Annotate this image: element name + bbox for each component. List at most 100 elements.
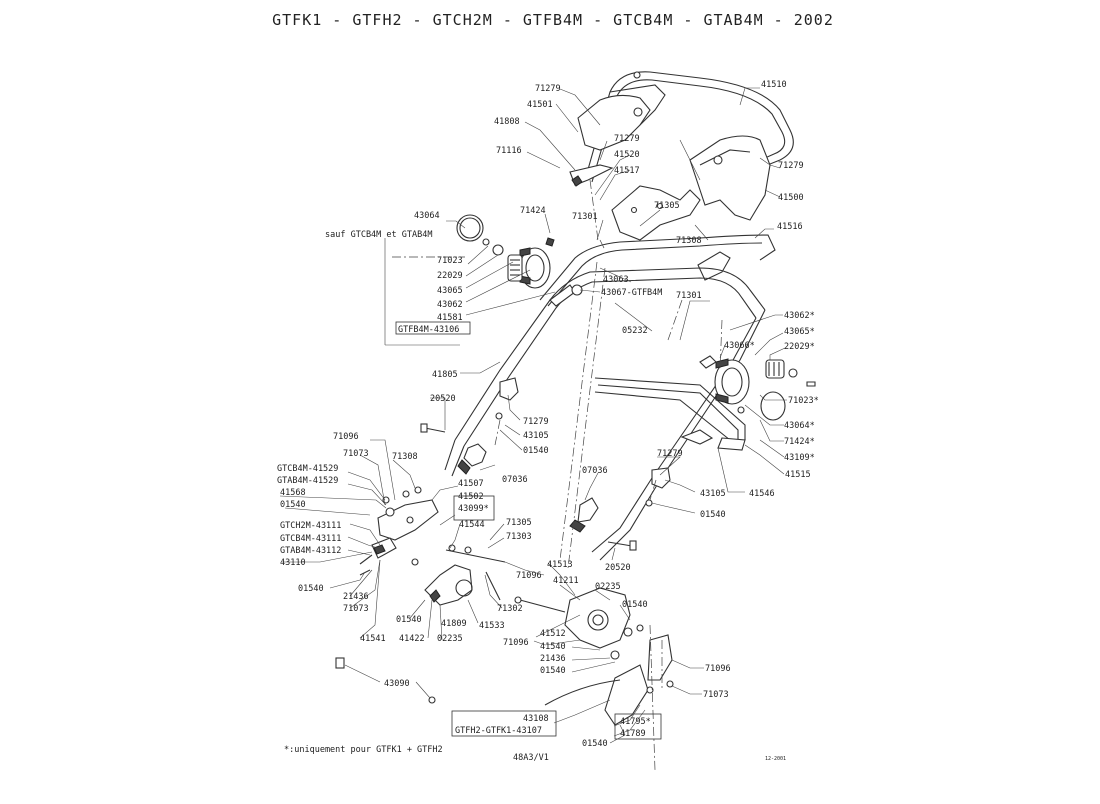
label-71424-star: 71424* [784,437,815,447]
box-43106 [395,321,471,335]
label-43065: 43065 [437,286,463,296]
clamp-71279-right [645,467,671,507]
label-gtcb4m-43111: GTCB4M-43111 [280,534,341,544]
label-43063: 43063 [603,275,629,285]
label-43109-star: 43109* [784,453,815,463]
label-gtab4m-43112: GTAB4M-43112 [280,546,341,556]
label-41546: 41546 [749,489,775,499]
label-41513: 41513 [547,560,573,570]
label-71302: 71302 [497,604,523,614]
star-knob-07036-left [457,443,487,475]
middle-handle-41516 [539,234,776,307]
cables-41515-41546 [594,377,746,451]
label-01540: 01540 [582,739,608,749]
label-71301: 71301 [676,291,702,301]
label-01540: 01540 [298,584,324,594]
part-labels: 71279 41510 41501 41808 71279 71116 4152… [277,80,819,749]
label-71096: 71096 [516,571,542,581]
label-71279: 71279 [523,417,549,427]
label-02235: 02235 [437,634,463,644]
label-41510: 41510 [761,80,787,90]
label-43065-star: 43065* [784,327,815,337]
label-43099-star: 43099* [458,504,489,514]
label-41789: 41789 [620,729,646,739]
label-01540: 01540 [280,500,306,510]
leader-lines [279,87,787,744]
handle-cover-41500 [689,135,771,221]
bolt-20520-right [607,540,637,551]
label-01540: 01540 [622,600,648,610]
label-41500: 41500 [778,193,804,203]
star-knob-07036-right [569,497,599,533]
label-41422: 41422 [399,634,425,644]
label-71096: 71096 [705,664,731,674]
label-43105: 43105 [523,431,549,441]
footnote: *:uniquement pour GTFK1 + GTFH2 [284,745,443,755]
label-21436: 21436 [540,654,566,664]
label-20520: 20520 [430,394,456,404]
label-41808: 41808 [494,117,520,127]
bolt-43090 [335,657,436,704]
diagram-title: GTFK1 - GTFH2 - GTCH2M - GTFB4M - GTCB4M… [272,11,834,29]
label-22029-star: 22029* [784,342,815,352]
label-43107: GTFH2-GTFK1-43107 [455,726,542,736]
label-71073: 71073 [703,690,729,700]
bolt-20520-left [420,423,446,433]
label-01540: 01540 [540,666,566,676]
label-43062-star: 43062* [784,311,815,321]
label-43108: 43108 [523,714,549,724]
label-71424: 71424 [520,206,546,216]
label-71303: 71303 [506,532,532,542]
label-43064-star: 43064* [784,421,815,431]
label-02235: 02235 [595,582,621,592]
label-71308: 71308 [392,452,418,462]
lever-41808 [569,164,614,187]
label-01540: 01540 [396,615,422,625]
label-01540: 01540 [700,510,726,520]
label-41540: 41540 [540,642,566,652]
label-71305: 71305 [654,201,680,211]
label-05232: 05232 [622,326,648,336]
label-07036: 07036 [582,466,608,476]
label-41512: 41512 [540,629,566,639]
label-71279: 71279 [657,449,683,459]
label-41541: 41541 [360,634,386,644]
label-71301: 71301 [572,212,598,222]
label-71308: 71308 [676,236,702,246]
label-43106: GTFB4M-43106 [398,325,459,335]
label-43090: 43090 [384,679,410,689]
date-reference: 12-2001 [765,756,786,762]
label-gtcb4m-41529: GTCB4M-41529 [277,464,338,474]
label-41533: 41533 [479,621,505,631]
label-43062: 43062 [437,300,463,310]
label-41581: 41581 [437,313,463,323]
box-43108-43107 [451,710,557,737]
label-71023: 71023 [437,256,463,266]
label-71279: 71279 [778,161,804,171]
label-43067: 43067-GTFB4M [601,288,662,298]
label-41795-star: 41795* [620,717,651,727]
label-41516: 41516 [777,222,803,232]
label-22029: 22029 [437,271,463,281]
rod-71302 [485,571,566,613]
label-43105: 43105 [700,489,726,499]
clamp-71279-left [495,377,519,420]
label-gtch2m-43111: GTCH2M-43111 [280,521,341,531]
label-sauf-note: sauf GTCB4M et GTAB4M [325,230,432,240]
label-41520: 41520 [614,150,640,160]
lower-bracket-left [359,486,439,576]
label-21436: 21436 [343,592,369,602]
label-41501: 41501 [527,100,553,110]
label-71073: 71073 [343,604,369,614]
label-71305: 71305 [506,518,532,528]
label-41517: 41517 [614,166,640,176]
label-41809: 41809 [441,619,467,629]
upper-handle-41510 [584,71,794,183]
label-71073: 71073 [343,449,369,459]
label-41211: 41211 [553,576,579,586]
label-41568: 41568 [280,488,306,498]
label-71116: 71116 [496,146,522,156]
label-07036: 07036 [502,475,528,485]
label-41507: 41507 [458,479,484,489]
